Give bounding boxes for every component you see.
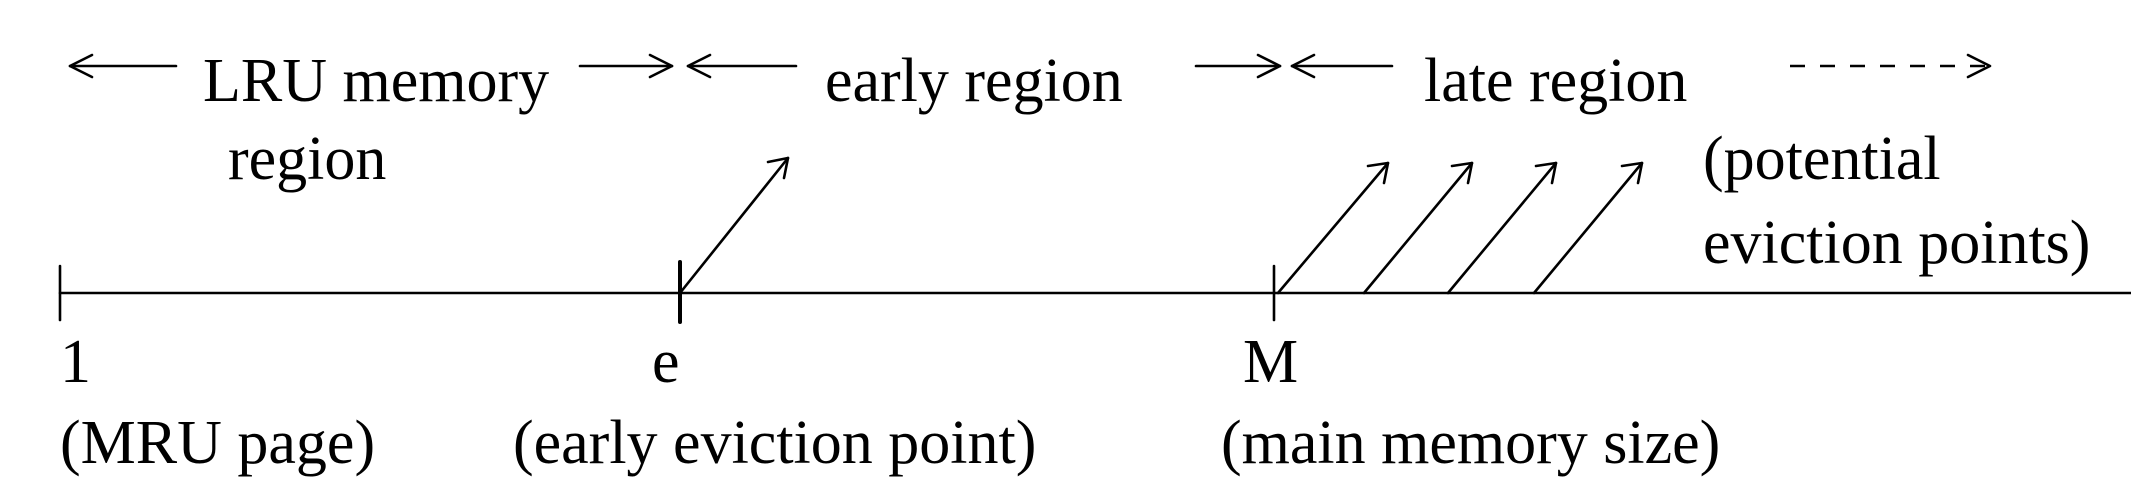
early-region-right-arrow	[1194, 53, 1282, 79]
marker-m-caption: (main memory size)	[1221, 409, 1720, 477]
potential-eviction-label-line2: eviction points)	[1703, 209, 2090, 277]
lru-region-right-arrow	[578, 53, 674, 79]
lru-region-left-arrow	[68, 53, 178, 79]
early-eviction-arrow	[678, 156, 790, 295]
late-region-dashed-arrow	[1790, 53, 1992, 79]
marker-1-symbol: 1	[60, 328, 91, 396]
early-region-label: early region	[825, 47, 1123, 115]
lru-region-label-line2: region	[228, 125, 386, 193]
late-eviction-arrow-1	[1276, 161, 1390, 295]
early-region-left-arrow	[686, 53, 798, 79]
marker-m-symbol: M	[1243, 328, 1298, 396]
potential-eviction-label-line1: (potential	[1703, 125, 1941, 193]
marker-e-caption: (early eviction point)	[513, 409, 1036, 477]
late-eviction-arrow-3	[1446, 161, 1558, 295]
lru-region-label-line1: LRU memory	[203, 47, 549, 115]
late-eviction-arrow-4	[1532, 161, 1644, 295]
marker-1-caption: (MRU page)	[60, 409, 375, 477]
late-eviction-arrow-2	[1362, 161, 1474, 295]
late-region-left-arrow	[1290, 53, 1394, 79]
marker-e-symbol: e	[652, 328, 680, 396]
late-region-label: late region	[1424, 47, 1687, 115]
